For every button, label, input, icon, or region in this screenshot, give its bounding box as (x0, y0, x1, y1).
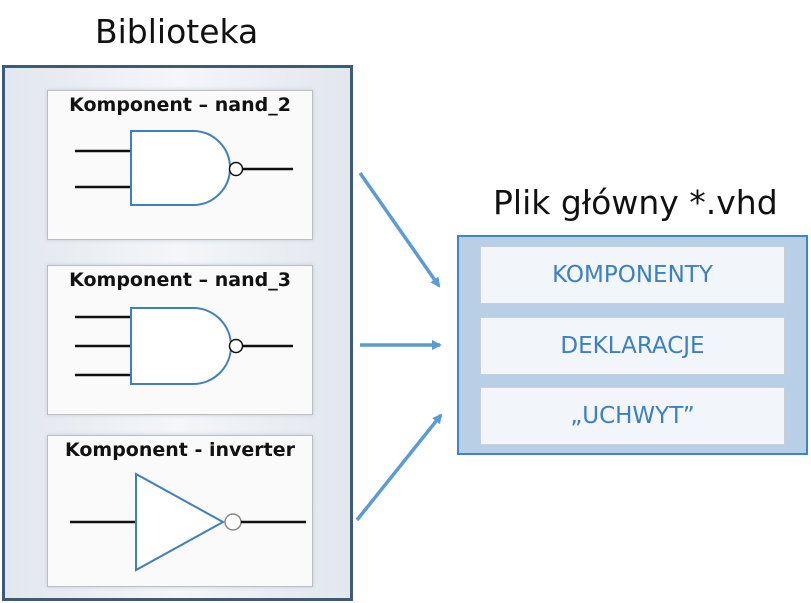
arrow-upper (358, 171, 441, 288)
main-file-box: KOMPONENTY DEKLARACJE „UCHWYT” (457, 235, 808, 455)
inverter-gate-icon (70, 472, 306, 572)
component-nand-3-label: Komponent – nand_3 (69, 269, 291, 291)
section-deklaracje: DEKLARACJE (480, 317, 785, 375)
section-uchwyt: „UCHWYT” (480, 387, 785, 445)
main-file-title: Plik główny *.vhd (493, 183, 778, 222)
library-title: Biblioteka (95, 12, 259, 51)
component-nand-3: Komponent – nand_3 (47, 265, 313, 415)
section-komponenty: KOMPONENTY (480, 246, 785, 304)
nand-gate-3-input-icon (75, 307, 293, 385)
arrow-lower (355, 413, 443, 522)
component-inverter: Komponent - inverter (47, 435, 313, 587)
nand-gate-2-input-icon (75, 130, 293, 206)
component-inverter-label: Komponent - inverter (64, 439, 296, 461)
component-nand-2: Komponent – nand_2 (47, 90, 313, 240)
component-nand-2-label: Komponent – nand_2 (69, 94, 291, 116)
